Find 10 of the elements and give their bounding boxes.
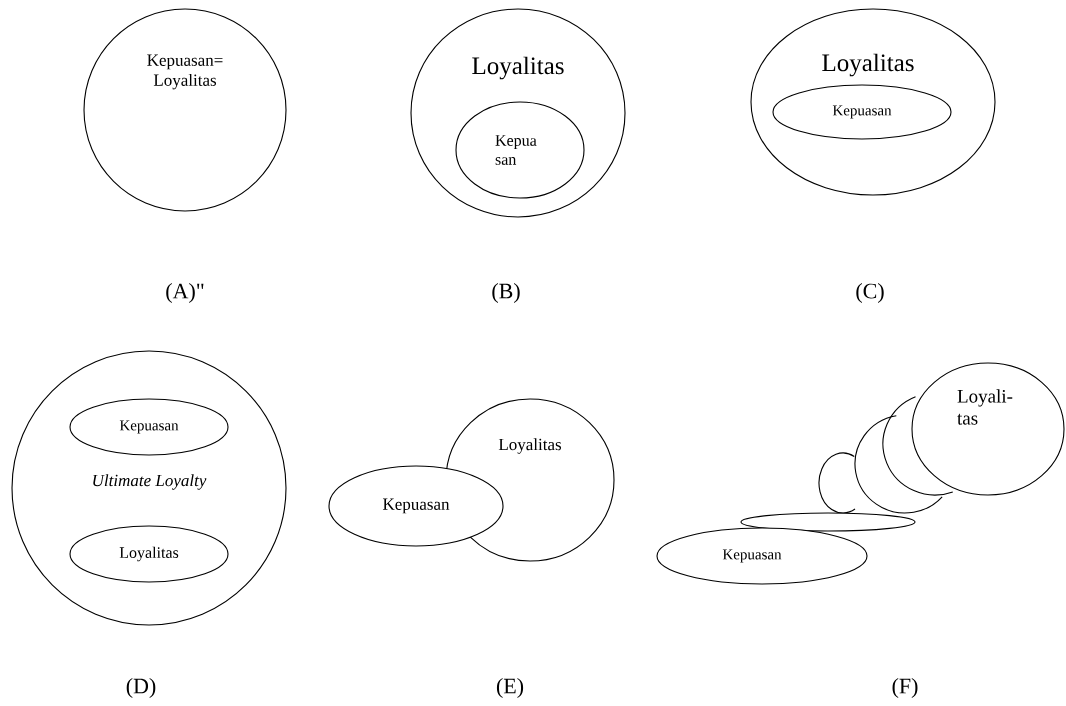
panel-label: (C) — [856, 283, 884, 303]
arc — [818, 452, 856, 514]
arc — [882, 396, 954, 496]
panel-label: (A)" — [166, 283, 204, 303]
panel-label: (B) — [492, 283, 520, 303]
panel-label: (E) — [496, 678, 524, 698]
ellipse — [740, 512, 916, 532]
panel-label: (F) — [892, 678, 918, 698]
arc — [854, 415, 943, 514]
panel-label: (D) — [126, 678, 156, 698]
